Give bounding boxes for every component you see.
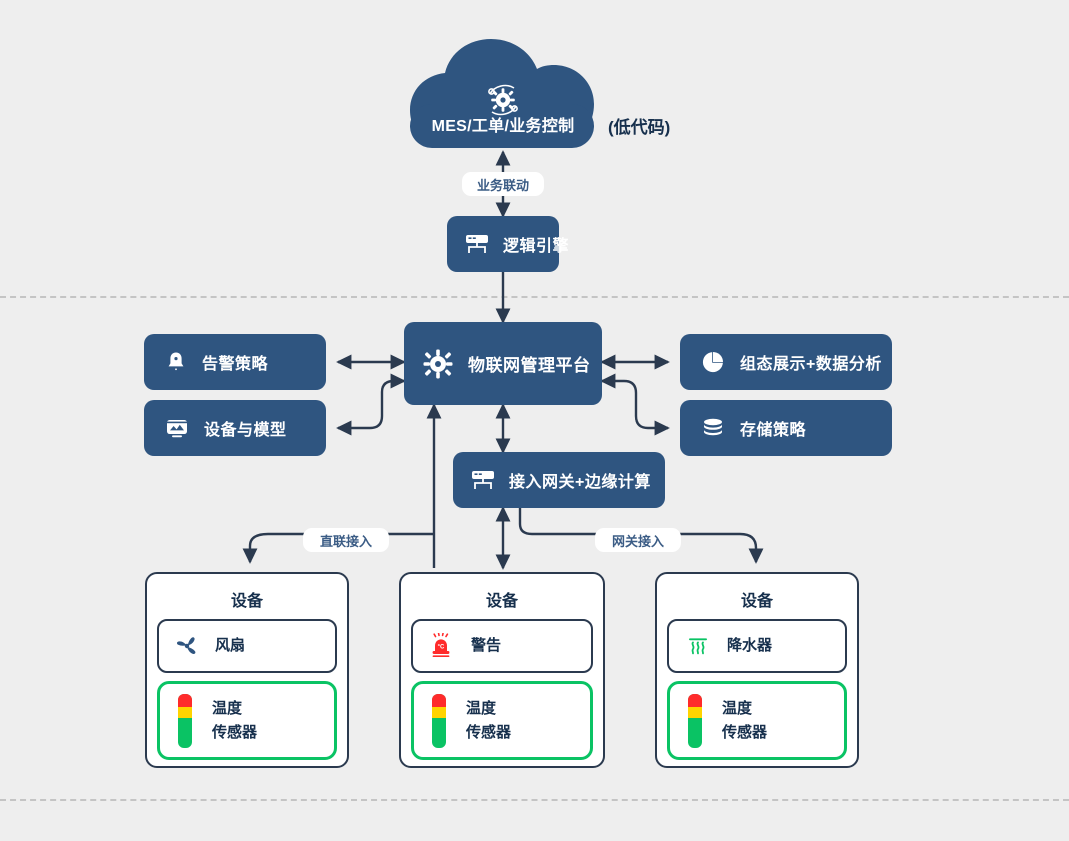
node-logic-engine[interactable]: 逻辑引擎 <box>447 216 569 272</box>
node-storage-policy-label: 存储策略 <box>740 422 807 439</box>
pie-chart-icon <box>702 351 724 373</box>
node-storage-policy[interactable]: 存储策略 <box>680 400 892 456</box>
temperature-sensor-icon <box>430 693 448 749</box>
device-sensor[interactable]: 温度 传感器 <box>411 681 593 760</box>
device-card[interactable]: 设备 降水器 <box>655 572 859 768</box>
device-sensor-label-line1: 温度 <box>466 699 497 717</box>
layer-divider-bottom <box>0 799 1069 801</box>
alarm-beacon-icon: °C <box>429 633 455 659</box>
node-device-model-label: 设备与模型 <box>204 422 287 439</box>
device-title: 设备 <box>230 593 263 610</box>
device-title: 设备 <box>485 593 518 610</box>
svg-text:°C: °C <box>438 645 445 651</box>
gear-network-icon <box>488 84 518 116</box>
gear-cog-icon <box>422 348 454 380</box>
gateway-server-icon <box>471 469 495 491</box>
node-access-gateway-label: 接入网关+边缘计算 <box>509 474 651 491</box>
device-sensor-label: 温度 传感器 <box>212 697 257 745</box>
edge-label-direct-access: 直联接入 <box>303 528 389 552</box>
edge-label-business-link: 业务联动 <box>462 172 544 196</box>
device-sensor-label-line2: 传感器 <box>722 723 768 741</box>
layer-divider-top <box>0 296 1069 298</box>
node-visualization-label: 组态展示+数据分析 <box>740 356 882 373</box>
device-sensor[interactable]: 温度 传感器 <box>667 681 847 760</box>
node-iot-platform[interactable]: 物联网管理平台 <box>404 322 602 405</box>
device-model-icon <box>166 418 188 438</box>
device-card[interactable]: 设备 °C 警告 <box>399 572 605 768</box>
node-access-gateway[interactable]: 接入网关+边缘计算 <box>453 452 665 508</box>
device-sensor-label: 温度 传感器 <box>466 697 511 745</box>
node-visualization[interactable]: 组态展示+数据分析 <box>680 334 892 390</box>
node-alarm-policy-label: 告警策略 <box>202 356 269 373</box>
low-code-annotation: (低代码) <box>608 118 671 137</box>
device-actuator[interactable]: 降水器 <box>667 619 847 673</box>
gateway-server-icon <box>465 233 489 255</box>
node-alarm-policy[interactable]: 告警策略 <box>144 334 326 390</box>
node-iot-platform-label: 物联网管理平台 <box>468 356 591 375</box>
device-sensor-label-line1: 温度 <box>212 699 243 717</box>
device-sensor[interactable]: 温度 传感器 <box>157 681 337 760</box>
bell-icon <box>166 351 186 373</box>
temperature-sensor-icon <box>176 693 194 749</box>
sprinkler-steam-icon <box>685 634 711 658</box>
cloud-node-mes[interactable]: MES/工单/业务控制 <box>406 38 600 152</box>
device-actuator[interactable]: °C 警告 <box>411 619 593 673</box>
device-actuator[interactable]: 风扇 <box>157 619 337 673</box>
device-actuator-label: 风扇 <box>215 637 246 654</box>
node-logic-engine-label: 逻辑引擎 <box>503 238 570 255</box>
device-actuator-label: 降水器 <box>727 637 773 654</box>
cloud-label: MES/工单/业务控制 <box>431 118 575 135</box>
device-title: 设备 <box>740 593 773 610</box>
device-sensor-label: 温度 传感器 <box>722 697 767 745</box>
temperature-sensor-icon <box>686 693 704 749</box>
device-sensor-label-line1: 温度 <box>722 699 753 717</box>
device-actuator-label: 警告 <box>471 637 502 654</box>
edge-label-gateway-access: 网关接入 <box>595 528 681 552</box>
node-device-model[interactable]: 设备与模型 <box>144 400 326 456</box>
device-sensor-label-line2: 传感器 <box>466 723 512 741</box>
device-sensor-label-line2: 传感器 <box>212 723 258 741</box>
fan-icon <box>175 634 199 658</box>
database-icon <box>702 418 724 438</box>
device-card[interactable]: 设备 风扇 <box>145 572 349 768</box>
